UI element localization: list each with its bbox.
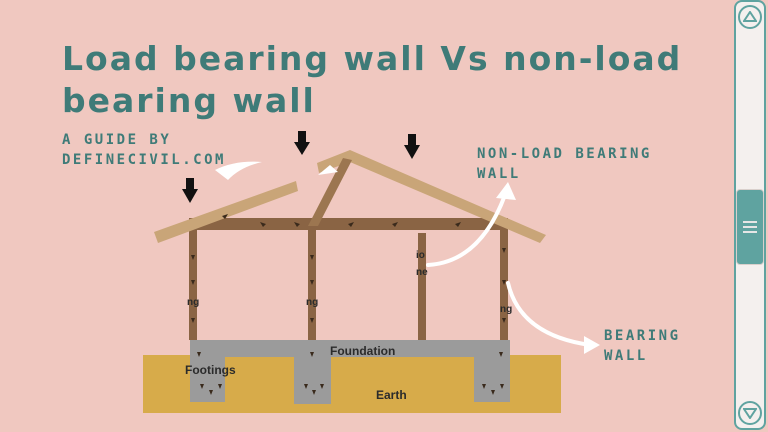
- triangle-down-icon: [743, 408, 757, 419]
- fragment-label: io: [416, 250, 425, 261]
- load-arrows: [182, 131, 420, 203]
- scrollbar-thumb[interactable]: [736, 189, 764, 265]
- strut: [308, 158, 352, 226]
- scroll-up-button[interactable]: [738, 5, 762, 29]
- arrowhead-icon: [496, 182, 516, 200]
- house-structure-diagram: Foundation Footings Earth io ne ng ng ng: [143, 131, 600, 413]
- subtitle-line-1: A GUIDE BY: [62, 132, 172, 148]
- slide: Load bearing wall Vs non-load bearing wa…: [62, 38, 682, 413]
- bearing-wall-callout: BEARING WALL: [604, 326, 681, 366]
- earth-label: Earth: [376, 388, 407, 402]
- callout-line: WALL: [604, 348, 648, 364]
- footing-left: [190, 355, 225, 402]
- fragment-label: ne: [416, 267, 428, 278]
- fragment-label: ng: [187, 297, 199, 308]
- subtitle-line-2: DEFINECIVIL.COM: [62, 152, 226, 168]
- left-rafter: [154, 181, 298, 243]
- post-3-non-load: [418, 233, 426, 340]
- grip-line-icon: [743, 221, 757, 223]
- fragment-label: ng: [500, 304, 512, 315]
- footing-right: [474, 355, 510, 402]
- triangle-up-icon: [743, 11, 757, 22]
- foundation-label: Foundation: [330, 344, 395, 358]
- load-path-chevrons: [191, 214, 506, 395]
- right-rafter: [317, 150, 546, 243]
- non-load-callout-arrow: [426, 193, 507, 267]
- slide-title: Load bearing wall Vs non-load bearing wa…: [62, 38, 682, 122]
- callout-line: WALL: [477, 166, 521, 182]
- grip-line-icon: [743, 226, 757, 228]
- foundation-slab: [190, 340, 510, 357]
- non-load-bearing-wall-callout: NON-LOAD BEARING WALL: [477, 144, 652, 184]
- down-arrow-icon: [294, 131, 310, 155]
- grip-line-icon: [743, 231, 757, 233]
- vertical-scrollbar[interactable]: [734, 0, 766, 430]
- bearing-callout-arrow: [506, 281, 592, 347]
- scroll-down-button[interactable]: [738, 401, 762, 425]
- callout-line: BEARING: [604, 328, 681, 344]
- arrowhead-icon: [584, 336, 600, 354]
- fragment-label: ng: [306, 297, 318, 308]
- title-line-1: Load bearing wall Vs non-load: [62, 39, 683, 78]
- callout-line: NON-LOAD BEARING: [477, 146, 652, 162]
- down-arrow-icon: [182, 178, 198, 203]
- down-arrow-icon: [404, 134, 420, 159]
- footing-middle: [294, 355, 331, 404]
- title-line-2: bearing wall: [62, 81, 316, 120]
- brush-mark: [318, 165, 338, 175]
- footings-label: Footings: [185, 363, 236, 377]
- slide-subtitle: A GUIDE BY DEFINECIVIL.COM: [62, 130, 226, 170]
- brush-mark: [215, 161, 262, 180]
